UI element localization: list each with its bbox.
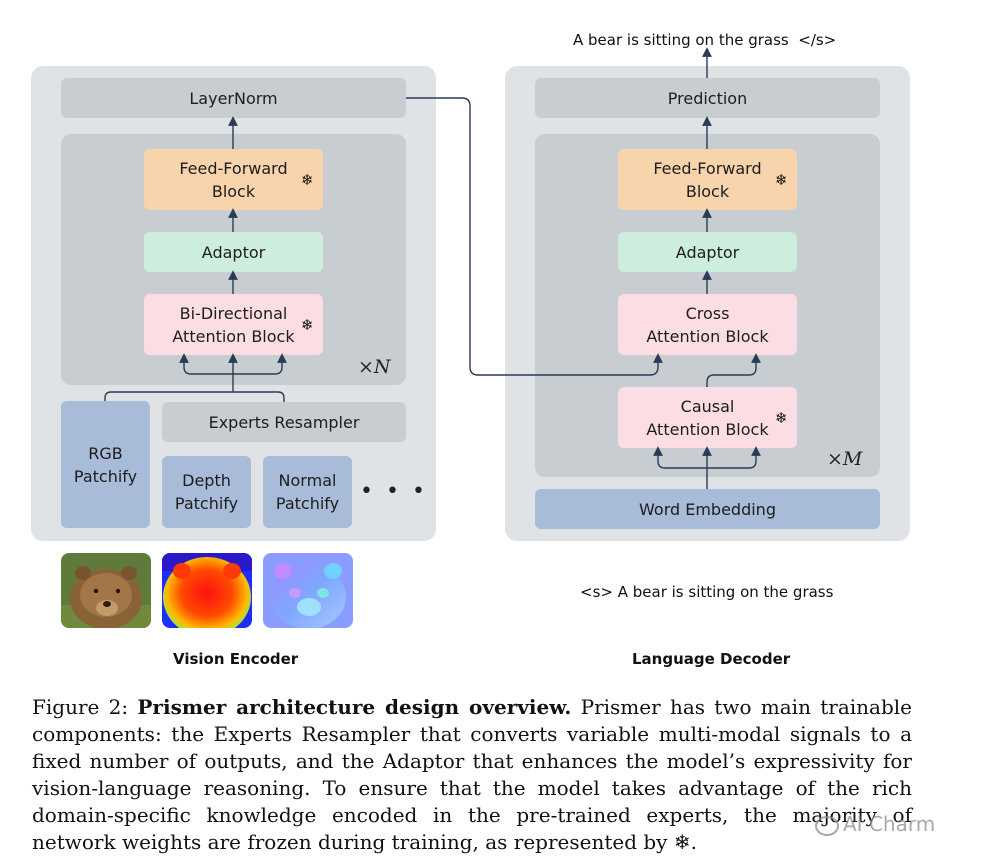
- input-sentence: <s> A bear is sitting on the grass: [580, 583, 834, 601]
- causal-attention-frozen-icon: ❄: [775, 409, 788, 427]
- cross-attention-block: Cross Attention Block: [618, 294, 797, 355]
- encoder-feed-forward-block: Feed-Forward Block: [144, 149, 323, 210]
- more-experts-ellipsis: • • •: [360, 479, 428, 504]
- decoder-repeat-label: ×M: [827, 448, 863, 470]
- decoder-adaptor-block: Adaptor: [618, 232, 797, 272]
- watermark: AI Charm: [815, 812, 935, 836]
- normal-patchify-block: Normal Patchify: [263, 456, 352, 528]
- normal-bear-image: [263, 553, 353, 628]
- figure-caption: Figure 2: Prismer architecture design ov…: [32, 695, 913, 854]
- encoder-attention-frozen-icon: ❄: [301, 316, 314, 334]
- vision-encoder-title: Vision Encoder: [173, 650, 299, 668]
- wechat-icon: [815, 815, 839, 836]
- rgb-patchify-block: RGB Patchify: [61, 401, 150, 528]
- experts-resampler-block: Experts Resampler: [162, 402, 406, 442]
- encoder-bidirectional-attention-block: Bi-Directional Attention Block: [144, 294, 323, 355]
- language-decoder-title: Language Decoder: [632, 650, 791, 668]
- output-sentence: A bear is sitting on the grass </s>: [573, 31, 837, 49]
- encoder-ffn-frozen-icon: ❄: [301, 171, 314, 189]
- decoder-ffn-frozen-icon: ❄: [775, 171, 788, 189]
- word-embedding-block: Word Embedding: [535, 489, 880, 529]
- decoder-feed-forward-block: Feed-Forward Block: [618, 149, 797, 210]
- encoder-adaptor-block: Adaptor: [144, 232, 323, 272]
- layernorm-block: LayerNorm: [61, 78, 406, 118]
- encoder-repeat-label: ×N: [358, 356, 391, 378]
- depth-bear-image: [162, 553, 252, 628]
- causal-attention-block: Causal Attention Block: [618, 387, 797, 448]
- rgb-bear-image: [61, 553, 151, 628]
- prediction-block: Prediction: [535, 78, 880, 118]
- depth-patchify-block: Depth Patchify: [162, 456, 251, 528]
